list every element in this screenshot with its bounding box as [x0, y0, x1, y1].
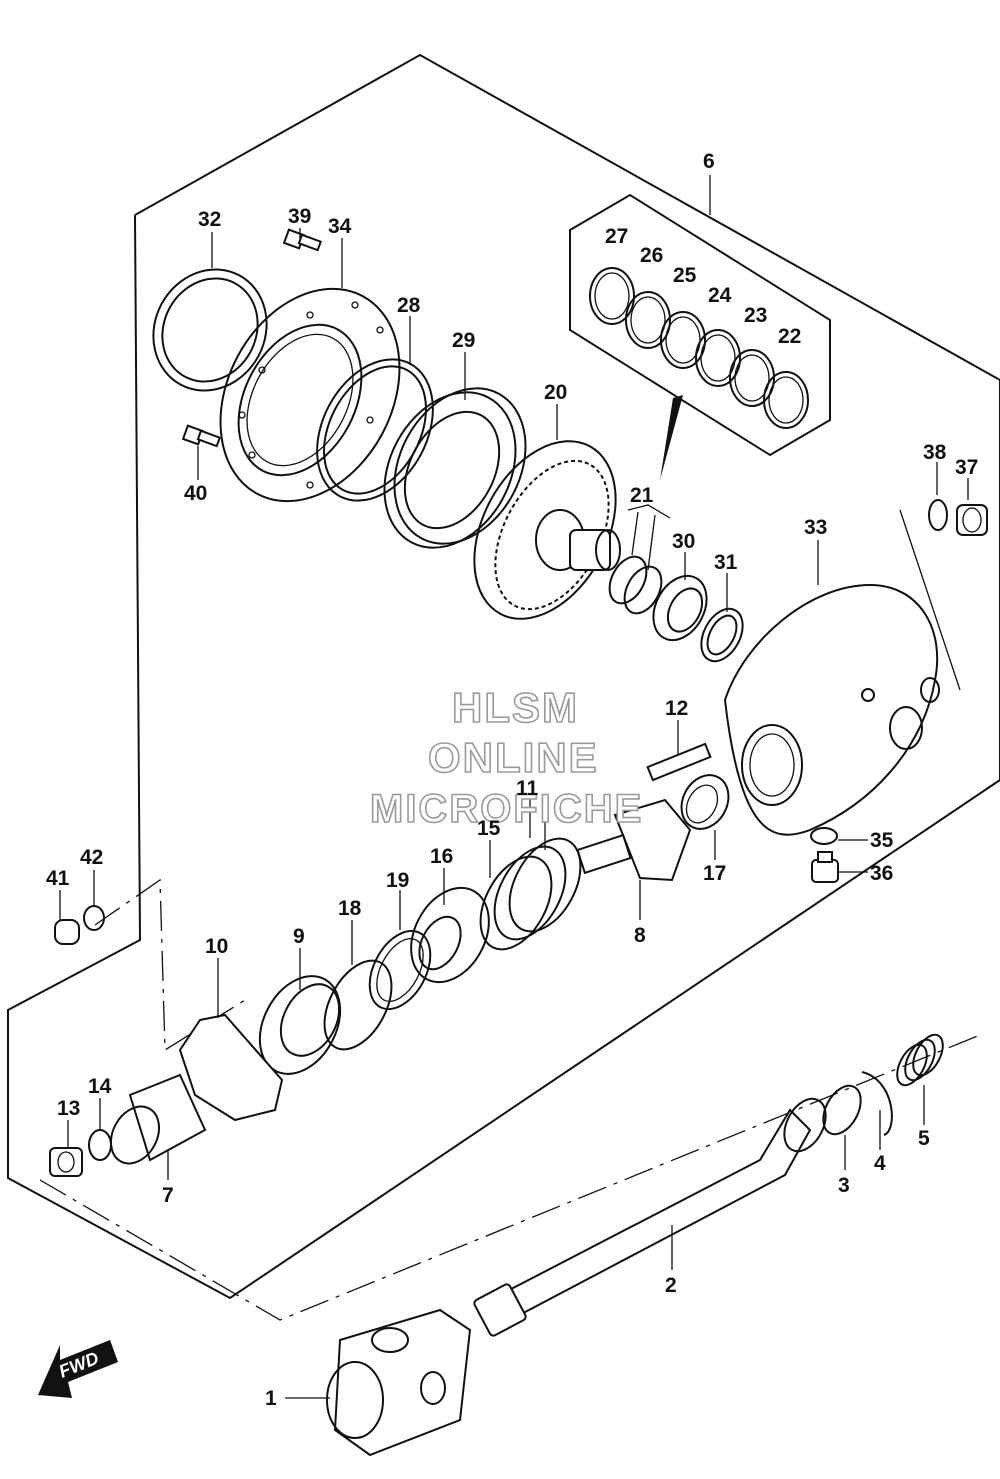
- callout-38: 38: [923, 441, 947, 464]
- callout-2: 2: [665, 1274, 677, 1297]
- fwd-arrow: FWD: [38, 1340, 118, 1398]
- washer-42: [83, 905, 105, 931]
- callout-22: 22: [778, 325, 801, 348]
- callout-15: 15: [477, 817, 501, 840]
- shims-11-15: [479, 837, 582, 951]
- needle-bearing-30: [652, 574, 708, 642]
- callout-17: 17: [703, 862, 726, 885]
- callout-3: 3: [838, 1174, 850, 1197]
- cover-plate-34: [219, 287, 401, 503]
- ring-gear-20: [473, 440, 621, 620]
- callout-32: 32: [198, 208, 221, 231]
- pinion-gear-8: [576, 798, 692, 882]
- callout-6: 6: [703, 150, 715, 173]
- callout-13: 13: [57, 1097, 80, 1120]
- callout-35: 35: [870, 829, 894, 852]
- drive-shaft-2: [473, 1097, 827, 1337]
- callout-20: 20: [544, 381, 567, 404]
- callout-23: 23: [744, 304, 767, 327]
- o-ring-28: [316, 358, 434, 502]
- callout-19: 19: [386, 869, 409, 892]
- callout-26: 26: [640, 244, 663, 267]
- callout-41: 41: [46, 867, 70, 890]
- callout-18: 18: [338, 897, 362, 920]
- needle-bearing-7: [110, 1073, 207, 1165]
- cap-nut-41: [54, 919, 80, 945]
- washer-14: [88, 1129, 112, 1161]
- callout-14: 14: [88, 1075, 112, 1098]
- callout-28: 28: [397, 294, 421, 317]
- callout-31: 31: [714, 551, 738, 574]
- callout-7: 7: [162, 1184, 174, 1207]
- assembly-boundary: [7, 53, 1000, 1300]
- gasket-38: [928, 499, 948, 531]
- watermark-line-2: ONLINE: [428, 734, 599, 781]
- callout-labels: 1 2 3 4 5 6 7 8 9 10 11 12 13 14 15 16 1…: [46, 150, 978, 1410]
- callout-42: 42: [80, 846, 103, 869]
- lock-nut-9: [258, 975, 342, 1075]
- callout-5: 5: [918, 1127, 930, 1150]
- callout-11: 11: [516, 777, 539, 800]
- gasket-10: [178, 1013, 284, 1122]
- callout-29: 29: [452, 329, 475, 352]
- stud-12: [646, 742, 712, 782]
- gear-frame: [94, 878, 246, 1052]
- leader-33-bracket: [899, 509, 961, 691]
- leader-lines: [59, 175, 969, 1399]
- plug-36: [811, 851, 839, 883]
- shaft-frame: [39, 1034, 981, 1321]
- gear-case-33: [723, 583, 940, 836]
- universal-joint-1: [326, 1308, 472, 1457]
- callout-33: 33: [804, 516, 827, 539]
- seal-31: [700, 607, 744, 663]
- callout-4: 4: [874, 1152, 886, 1175]
- callout-25: 25: [673, 264, 697, 287]
- callout-27: 27: [605, 225, 628, 248]
- seal-19: [368, 929, 432, 1011]
- watermark-line-3: MICROFICHE: [370, 787, 643, 831]
- shim-set-box: [569, 193, 831, 457]
- seal-ring-32: [152, 268, 268, 392]
- rings-21: [608, 555, 663, 615]
- shim-pointer: [660, 395, 683, 480]
- callout-1: 1: [265, 1387, 277, 1410]
- nut-13: [49, 1147, 83, 1177]
- spring-5: [896, 1033, 944, 1087]
- callout-16: 16: [430, 845, 453, 868]
- callout-36: 36: [870, 862, 893, 885]
- callout-39: 39: [288, 205, 311, 228]
- circlip-4: [861, 1071, 893, 1136]
- callout-8: 8: [634, 924, 646, 947]
- ring-3: [822, 1084, 862, 1136]
- washer-35: [810, 827, 838, 845]
- callout-10: 10: [205, 935, 228, 958]
- plug-37: [956, 504, 988, 536]
- callout-37: 37: [955, 456, 978, 479]
- callout-30: 30: [672, 530, 695, 553]
- callout-12: 12: [665, 697, 688, 720]
- bolt-39: [282, 228, 323, 252]
- bearing-16: [410, 886, 490, 984]
- callout-24: 24: [708, 284, 732, 307]
- watermark-line-1: HLSM: [452, 684, 579, 731]
- bearing-29: [383, 387, 527, 549]
- bearing-17: [680, 774, 730, 830]
- callout-34: 34: [328, 215, 352, 238]
- callout-9: 9: [293, 925, 305, 948]
- bolt-40: [181, 424, 222, 448]
- shim-rings: [589, 267, 809, 429]
- callout-40: 40: [184, 482, 207, 505]
- callout-21: 21: [630, 484, 654, 507]
